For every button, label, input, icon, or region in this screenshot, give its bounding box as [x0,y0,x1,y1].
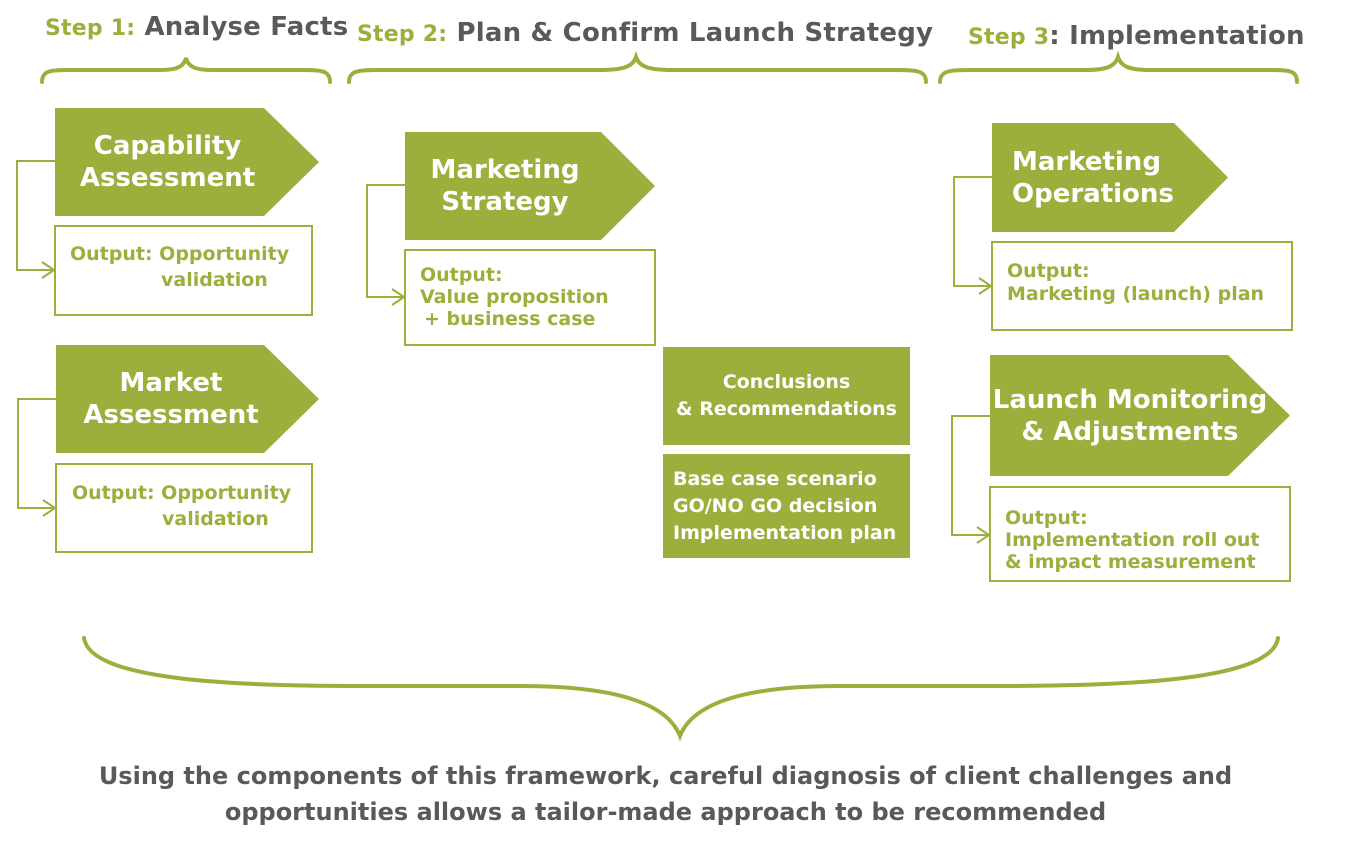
market-arrowhead [42,499,57,517]
strategy-arrowhead [391,288,406,306]
marketing-operations-chevron: Marketing Operations [992,123,1228,232]
strategy-output-line1: Output: [420,264,503,286]
step3-brace [938,50,1299,84]
step1-title: Analyse Facts [144,12,349,42]
decisions-line1: Base case scenario [673,467,877,490]
monitoring-arrowhead [976,526,991,544]
operations-output-line2: Marketing (launch) plan [1007,283,1265,305]
strategy-line2: Strategy [441,187,569,217]
step2-label: Step 2: [357,22,448,47]
marketing-strategy-chevron: Marketing Strategy [405,132,655,240]
capability-assessment-chevron: Capability Assessment [55,108,319,216]
summary-line1: Using the components of this framework, … [98,762,1233,790]
decisions-box: Base case scenario GO/NO GO decision Imp… [663,454,910,558]
market-connector [17,398,56,509]
decisions-line2: GO/NO GO decision [673,494,878,517]
conclusions-line2: & Recommendations [676,398,897,420]
strategy-line1: Marketing [430,155,580,185]
market-output-box: Output: Opportunity validation [55,463,313,553]
monitoring-line2: & Adjustments [1021,416,1239,447]
operations-arrowhead [978,277,993,295]
operations-output-line1: Output: [1007,260,1090,282]
step1-brace [40,57,332,84]
capability-output-box: Output: Opportunity validation [54,225,313,316]
step1-header: Step 1: Analyse Facts [45,12,348,42]
step3-title: Implementation [1069,21,1305,51]
step3-label: Step 3 [968,25,1050,50]
operations-line1: Marketing [1012,146,1161,177]
capability-output-line1: Output: Opportunity [70,243,290,265]
monitoring-output-box: Output: Implementation roll out & impact… [989,486,1291,582]
strategy-output-line3: + business case [424,308,596,330]
capability-line1: Capability [93,131,242,161]
market-output-line1: Output: Opportunity [72,482,292,504]
framework-summary: Using the components of this framework, … [0,758,1331,830]
market-line2: Assessment [83,400,259,430]
conclusions-box: Conclusions & Recommendations [663,347,910,445]
step2-header: Step 2: Plan & Confirm Launch Strategy [357,18,933,48]
strategy-connector [366,184,405,298]
step3-colon: : [1049,21,1060,51]
step2-title: Plan & Confirm Launch Strategy [456,18,934,48]
summary-line2: opportunities allows a tailor-made appro… [224,798,1107,826]
strategy-output-line2: Value proposition [420,286,609,308]
summary-brace [82,636,1280,742]
monitoring-output-line1: Output: [1005,507,1088,529]
decisions-line3: Implementation plan [673,521,897,544]
monitoring-connector [951,415,990,536]
capability-output-line2: validation [161,269,268,291]
capability-arrowhead [41,261,56,279]
launch-monitoring-chevron: Launch Monitoring & Adjustments [990,355,1290,476]
monitoring-line1: Launch Monitoring [992,384,1268,415]
operations-output-box: Output: Marketing (launch) plan [991,241,1293,331]
market-assessment-chevron: Market Assessment [56,345,319,453]
market-line1: Market [119,368,223,398]
capability-connector [16,160,55,271]
monitoring-output-line2: Implementation roll out [1005,529,1260,551]
capability-line2: Assessment [79,163,256,193]
step1-label: Step 1: [45,16,136,41]
step3-header: Step 3: Implementation [968,21,1305,51]
strategy-output-box: Output: Value proposition + business cas… [404,249,656,346]
conclusions-line1: Conclusions [722,371,851,393]
operations-connector [953,176,992,287]
monitoring-output-line3: & impact measurement [1005,551,1256,573]
market-output-line2: validation [162,508,269,530]
operations-line2: Operations [1012,178,1174,209]
step2-brace [347,50,928,84]
